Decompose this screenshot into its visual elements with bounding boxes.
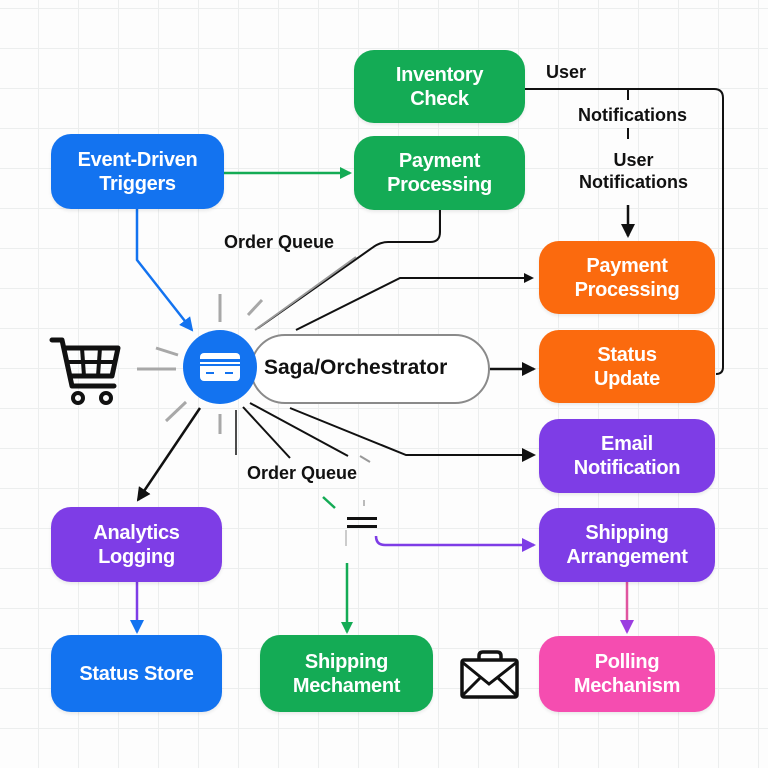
label-text: Notifications	[579, 172, 689, 192]
node-text: Event-Driven	[77, 148, 198, 171]
orchestrator-hub[interactable]	[183, 330, 257, 404]
node-text: Mechanism	[573, 675, 681, 697]
ray-hub-down-1	[249, 402, 349, 457]
node-text: Update	[594, 367, 660, 390]
label-user-notifications: User Notifications	[579, 149, 688, 193]
node-text: Notification	[573, 457, 681, 479]
node-text: Status	[597, 343, 657, 366]
equals-icon	[347, 517, 377, 528]
node-text: Triggers	[99, 172, 176, 195]
node-text: Analytics	[93, 521, 180, 544]
label-order-queue-top: Order Queue	[224, 232, 335, 252]
orchestrator-pill[interactable]	[250, 334, 490, 404]
node-text: Payment	[586, 254, 668, 277]
node-text: Mechament	[292, 674, 401, 697]
credit-card-icon	[200, 353, 240, 381]
node-text: Processing	[574, 278, 680, 301]
ray-gray-1	[254, 256, 357, 331]
envelope-icon	[460, 650, 519, 699]
arrow-hub-to-email	[289, 407, 536, 462]
label-notifications: Notifications	[578, 105, 688, 125]
node-text: Payment	[398, 150, 481, 172]
ray-gray-dash	[359, 455, 371, 463]
connector-inventory-to-status	[525, 88, 724, 375]
node-text: Arrangement	[566, 546, 688, 568]
hub-rays	[137, 294, 264, 434]
label-user: User	[546, 62, 587, 82]
node-status-store[interactable]: Status Store	[51, 635, 222, 712]
arrow-hub-to-payment-orange	[295, 273, 534, 331]
arrow-events-to-hub	[135, 208, 194, 332]
node-text: Logging	[98, 545, 175, 568]
node-text: Processing	[387, 174, 492, 196]
orchestrator-label: Saga/Orchestrator	[264, 356, 448, 379]
node-text: Inventory	[395, 63, 484, 86]
shopping-cart-icon	[49, 337, 121, 405]
node-text: Polling	[594, 651, 660, 673]
label-order-queue-bottom: Order Queue	[247, 463, 358, 483]
arrow-hub-to-analytics	[136, 407, 202, 502]
queue-green-tick	[322, 496, 336, 509]
label-text: User	[613, 150, 654, 170]
node-text: Shipping	[304, 650, 389, 673]
ray-hub-down-2	[242, 406, 291, 459]
node-text: Status Store	[79, 662, 194, 685]
node-text: Check	[410, 87, 469, 110]
node-text: Email	[601, 433, 653, 455]
node-text: Shipping	[585, 522, 669, 544]
arrow-queue-to-shipping-arrangement	[374, 535, 536, 552]
connector-payment-to-hub	[257, 210, 441, 329]
